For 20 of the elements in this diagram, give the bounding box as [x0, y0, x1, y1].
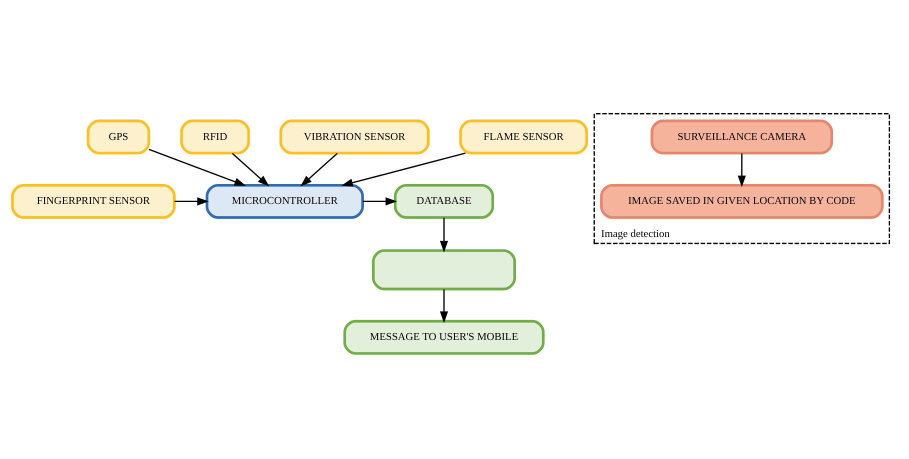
node-box: IMAGE SAVED IN GIVEN LOCATION BY CODE — [600, 183, 884, 218]
node-box: FINGERPRINT SENSOR — [11, 183, 176, 218]
node-box: RFID — [180, 119, 250, 154]
arrow — [148, 148, 246, 186]
node-box: GPS — [86, 119, 150, 154]
arrow — [440, 288, 448, 323]
arrow — [174, 196, 209, 205]
node-box: DATABASE — [394, 183, 494, 218]
node-box — [372, 248, 516, 290]
node-box: MESSAGE TO USER'S MOBILE — [343, 319, 545, 354]
arrow — [341, 152, 466, 186]
node-box: SURVEILLANCE CAMERA — [650, 119, 834, 154]
node-box: FLAME SENSOR — [459, 119, 588, 154]
node-box: VIBRATION SENSOR — [279, 119, 430, 154]
node-box: MICROCONTROLLER — [206, 183, 364, 218]
arrow — [232, 152, 270, 186]
arrow — [362, 196, 398, 205]
arrow — [440, 217, 448, 252]
arrow — [300, 152, 338, 186]
arrow — [738, 152, 746, 187]
